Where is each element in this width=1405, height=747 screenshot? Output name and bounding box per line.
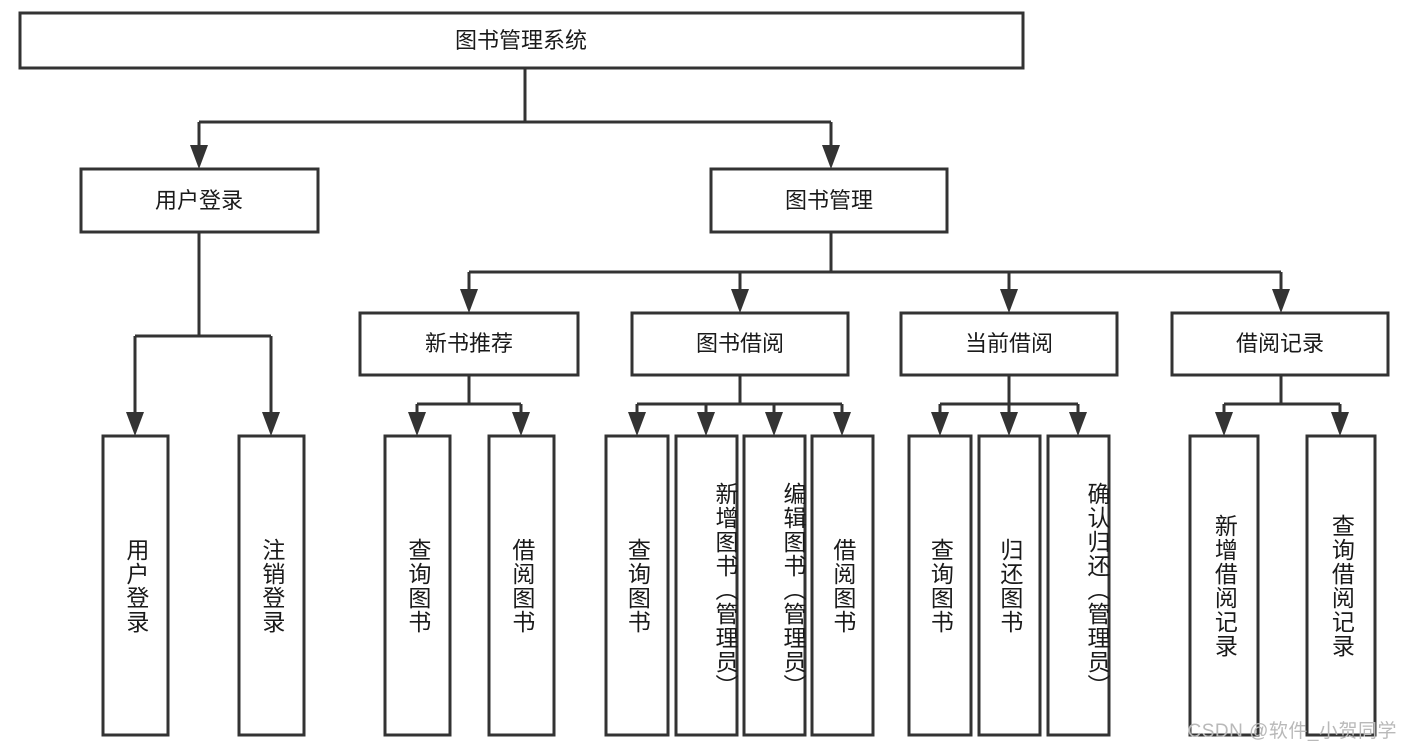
arrow-leaf-add-book (697, 412, 715, 436)
node-new-book-recommend-box (358, 311, 580, 377)
arrow-leaf-borrow-book-2 (833, 412, 851, 436)
connector-currentborrow-to-leaves (931, 375, 1087, 436)
arrow-leaf-borrow-book-1 (512, 412, 530, 436)
node-book-management-box (709, 167, 949, 234)
node-new-book-recommend[interactable]: 新书推荐 (358, 311, 580, 377)
node-book-borrow[interactable]: 图书借阅 (630, 311, 850, 377)
arrow-leaf-query-record (1331, 412, 1349, 436)
leaf-box-borrow-book-2[interactable] (810, 434, 875, 737)
arrow-book-management (822, 145, 840, 169)
leaf-box-add-record[interactable] (1188, 434, 1260, 737)
leaf-box-logout-login[interactable] (237, 434, 306, 737)
arrow-leaf-query-book-1 (408, 412, 426, 436)
arrow-leaf-add-record (1215, 412, 1233, 436)
node-book-management-label: 图书管理 (785, 188, 873, 213)
node-book-borrow-box (630, 311, 850, 377)
node-borrow-record[interactable]: 借阅记录 (1170, 311, 1390, 377)
node-borrow-record-label: 借阅记录 (1236, 331, 1324, 356)
arrow-current-borrow (1000, 289, 1018, 313)
leaf-box-borrow-book-1[interactable] (487, 434, 556, 737)
leaf-box-confirm-return[interactable] (1046, 434, 1111, 737)
leaf-box-query-book-1[interactable] (383, 434, 452, 737)
node-title-system-box (18, 11, 1025, 70)
node-user-login-box (79, 167, 320, 234)
arrow-leaf-query-book-3 (931, 412, 949, 436)
arrow-leaf-confirm-return (1069, 412, 1087, 436)
node-current-borrow-label: 当前借阅 (965, 331, 1053, 356)
node-book-borrow-label: 图书借阅 (696, 331, 784, 356)
leaf-box-query-book-3[interactable] (907, 434, 973, 737)
arrow-leaf-user-login (126, 412, 144, 436)
leaf-box-query-book-2[interactable] (604, 434, 670, 737)
node-user-login-label: 用户登录 (155, 188, 243, 213)
node-current-borrow[interactable]: 当前借阅 (899, 311, 1119, 377)
leaf-box-return-book[interactable] (977, 434, 1042, 737)
node-title-system[interactable]: 图书管理系统 (18, 11, 1025, 70)
node-new-book-recommend-label: 新书推荐 (425, 331, 513, 356)
arrow-leaf-query-book-2 (628, 412, 646, 436)
node-book-management[interactable]: 图书管理 (709, 167, 949, 234)
node-user-login[interactable]: 用户登录 (79, 167, 320, 234)
node-borrow-record-box (1170, 311, 1390, 377)
node-current-borrow-box (899, 311, 1119, 377)
arrow-new-book-recommend (460, 289, 478, 313)
arrow-user-login (190, 145, 208, 169)
arrow-leaf-edit-book (765, 412, 783, 436)
node-title-system-label: 图书管理系统 (455, 28, 587, 53)
leaf-box-query-record[interactable] (1305, 434, 1377, 737)
arrow-leaf-logout-login (262, 412, 280, 436)
arrow-book-borrow (731, 289, 749, 313)
connector-newbook-to-leaves (408, 375, 530, 436)
connector-bookborrow-to-leaves (628, 375, 851, 436)
csdn-watermark: CSDN @软件_小贺同学 (1187, 721, 1397, 742)
arrow-borrow-record (1272, 289, 1290, 313)
arrow-leaf-return-book (1000, 412, 1018, 436)
connector-userlogin-to-leaves (126, 232, 280, 436)
leaf-box-edit-book[interactable] (742, 434, 807, 737)
leaf-box-user-login[interactable] (101, 434, 170, 737)
connector-borrowrecord-to-leaves (1215, 375, 1349, 436)
leaf-box-add-book[interactable] (674, 434, 739, 737)
connector-bookmgmt-to-level2 (460, 232, 1290, 313)
connector-root-to-level1 (190, 68, 840, 169)
